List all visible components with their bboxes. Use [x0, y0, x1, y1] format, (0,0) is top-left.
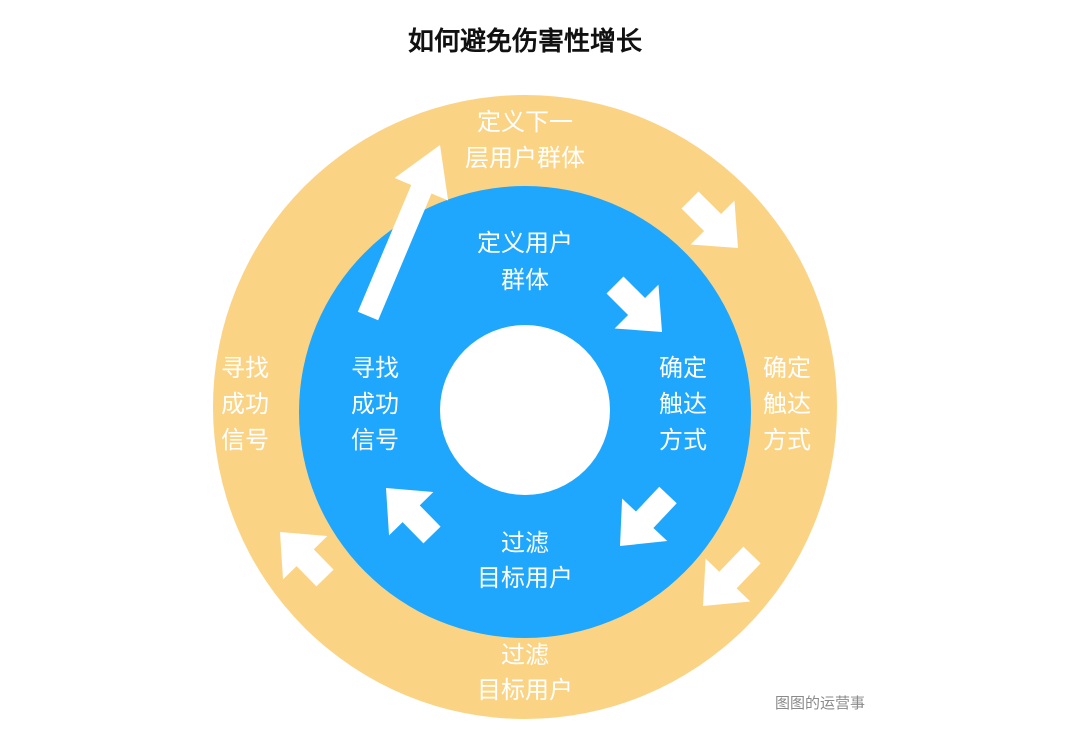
inner-right-label-1: 确定: [659, 354, 707, 382]
inner-right-label-2: 触达: [659, 390, 707, 418]
cycle-arrows: [280, 145, 761, 606]
arrow-inner-top-right-icon: [606, 276, 662, 332]
outer-left-label-1: 寻找: [221, 354, 269, 382]
inner-right-label-3: 方式: [659, 426, 707, 454]
center-circle: [440, 325, 610, 495]
arrow-inner-bottom-left-icon: [386, 488, 441, 544]
outer-left-label-2: 成功: [221, 390, 269, 418]
arrow-up-right-long-icon: [357, 145, 449, 321]
arrow-outer-bottom-left-icon: [280, 532, 334, 587]
outer-right-label-1: 确定: [763, 354, 811, 382]
inner-left-label-2: 成功: [351, 390, 399, 418]
arrow-outer-top-right-icon: [681, 191, 738, 248]
arrow-inner-bottom-right-icon: [620, 486, 677, 546]
watermark: 图图的运营事: [775, 694, 865, 712]
inner-bottom-label-1: 过滤: [501, 529, 549, 557]
outer-left-label-3: 信号: [221, 426, 269, 454]
arrow-outer-bottom-right-icon: [703, 546, 761, 606]
outer-top-label-2: 层用户群体: [465, 144, 585, 172]
outer-bottom-label-1: 过滤: [501, 641, 549, 669]
inner-top-label-1: 定义用户: [477, 229, 573, 257]
inner-bottom-label-2: 目标用户: [477, 564, 573, 592]
outer-top-label-1: 定义下一: [477, 108, 573, 136]
inner-left-label-1: 寻找: [351, 354, 399, 382]
inner-left-label-3: 信号: [351, 426, 399, 454]
outer-right-label-3: 方式: [763, 426, 811, 454]
inner-top-label-2: 群体: [501, 266, 549, 294]
outer-bottom-label-2: 目标用户: [477, 676, 573, 704]
outer-right-label-2: 触达: [763, 390, 811, 418]
diagram-title: 如何避免伤害性增长: [408, 26, 643, 57]
